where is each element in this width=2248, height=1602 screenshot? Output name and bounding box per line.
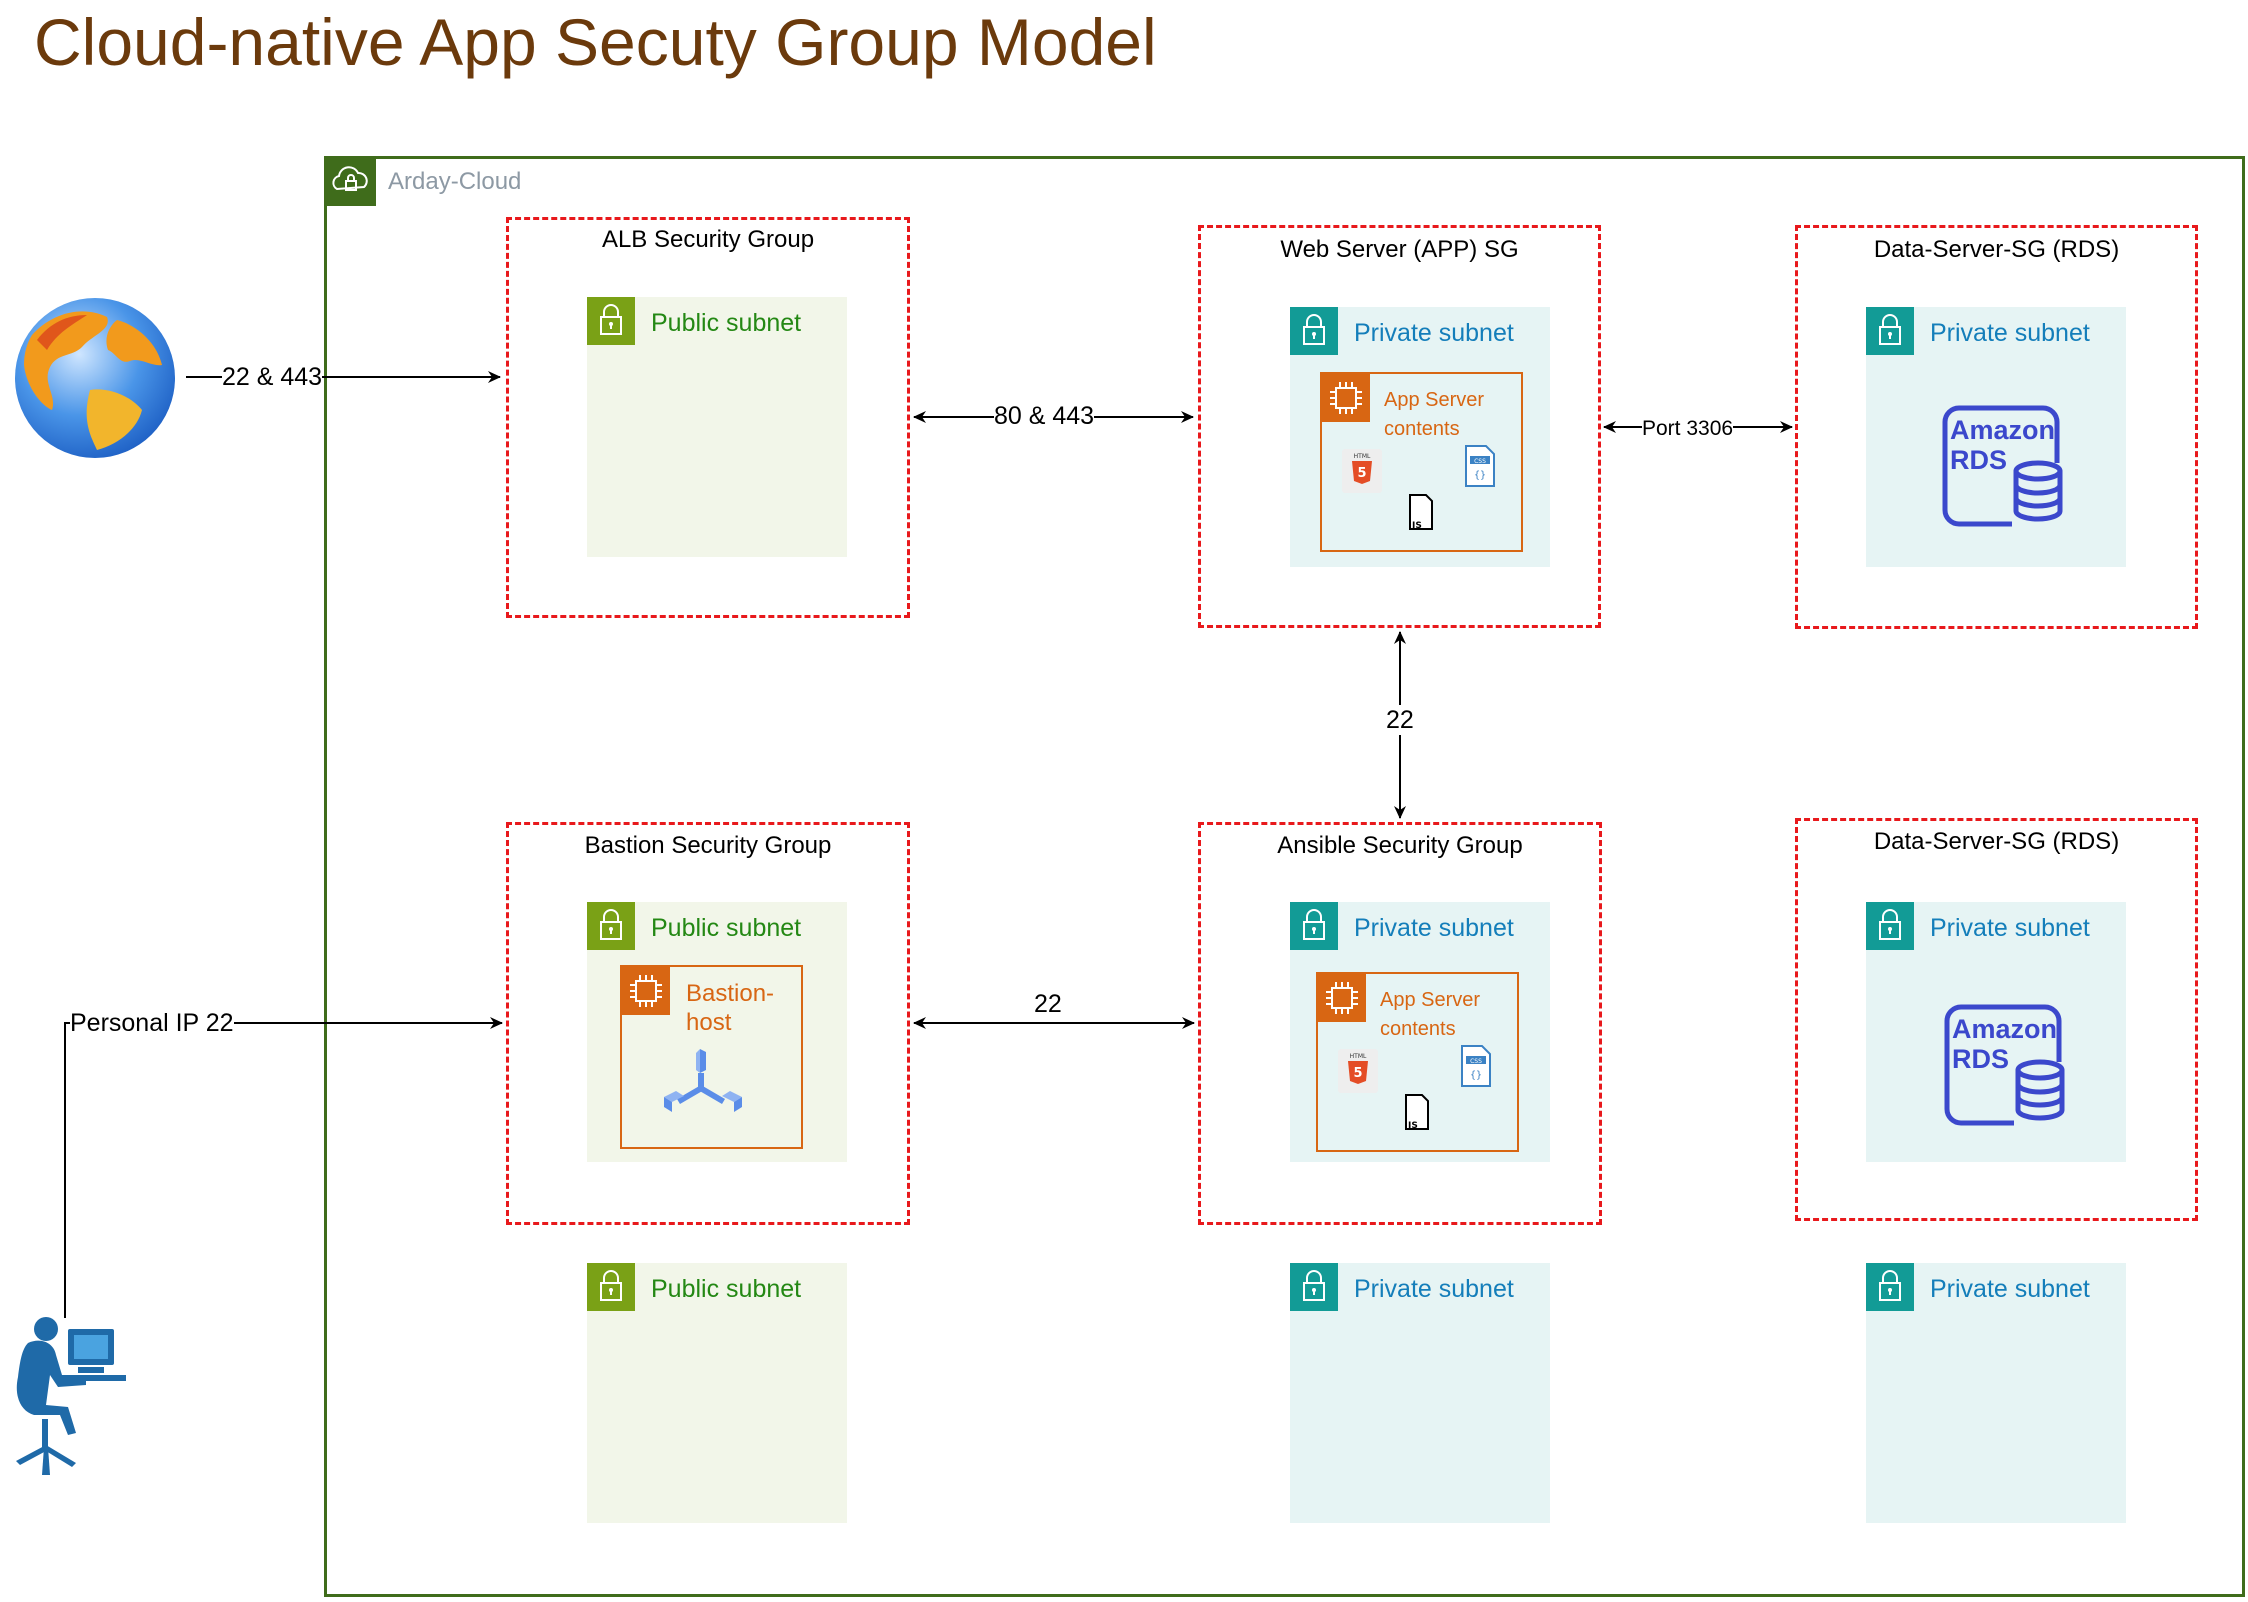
- svg-text:HTML: HTML: [1354, 453, 1371, 460]
- amazon-rds-icon: Amazon RDS: [1942, 405, 2066, 529]
- data-top-subnet-label: Private subnet: [1930, 319, 2090, 347]
- padlock-icon: [1866, 902, 1914, 950]
- padlock-icon: [1290, 307, 1338, 355]
- data-server-security-group-bottom: [1795, 818, 2198, 1221]
- cloud-lock-icon: [324, 156, 376, 206]
- alb-subnet-label: Public subnet: [651, 309, 802, 337]
- data-sg-top-title: Data-Server-SG (RDS): [1873, 236, 2120, 263]
- svg-text:HTML: HTML: [1350, 1053, 1367, 1060]
- padlock-icon: [1290, 902, 1338, 950]
- ec2-instance-icon: [1322, 374, 1370, 422]
- edge-label-alb-web: 80 & 443: [994, 401, 1095, 431]
- bastion-sg-title: Bastion Security Group: [584, 832, 832, 859]
- svg-text:5: 5: [1353, 1066, 1362, 1081]
- css-file-icon: CSS {}: [1462, 442, 1498, 495]
- svg-text:CSS: CSS: [1474, 458, 1486, 465]
- standalone-private-subnet-mid: Private subnet: [1290, 1263, 1550, 1523]
- alb-sg-title: ALB Security Group: [601, 226, 815, 253]
- ansible-sg-title: Ansible Security Group: [1277, 832, 1523, 859]
- standalone-public-subnet: Public subnet: [587, 1263, 847, 1523]
- rds-label-line1: Amazon: [1952, 1014, 2058, 1044]
- app-server-label-line1: App Server: [1384, 389, 1485, 411]
- svg-text:CSS: CSS: [1470, 1058, 1482, 1065]
- ansible-security-group: [1198, 822, 1602, 1225]
- data-sg-bottom-title: Data-Server-SG (RDS): [1873, 828, 2120, 855]
- bastion-host-box: Bastion- host: [620, 965, 803, 1149]
- svg-text:JS: JS: [1407, 1121, 1418, 1131]
- bastion-security-group: [506, 822, 910, 1225]
- standalone-private-subnet-right-label: Private subnet: [1930, 1275, 2090, 1303]
- globe-icon: [12, 295, 178, 466]
- user-at-computer-icon: [6, 1315, 126, 1480]
- standalone-private-subnet-right: Private subnet: [1866, 1263, 2126, 1523]
- padlock-icon: [1866, 307, 1914, 355]
- edge-label-bastion-ansible: 22: [1034, 989, 1062, 1019]
- svg-text:{}: {}: [1470, 1070, 1482, 1081]
- edge-label-web-ansible: 22: [1386, 705, 1414, 735]
- web-server-security-group: [1198, 225, 1601, 628]
- bastion-label-line1: Bastion-: [686, 980, 775, 1007]
- edge-label-user-bastion: Personal IP 22: [70, 1008, 234, 1038]
- edge-label-internet-alb: 22 & 443: [222, 362, 323, 392]
- rds-label-line2: RDS: [1952, 1044, 2010, 1074]
- js-file-icon: JS: [1398, 1092, 1432, 1139]
- padlock-icon: [1866, 1263, 1914, 1311]
- page-title: Cloud-native App Secuty Group Model: [34, 5, 1157, 79]
- data-top-private-subnet: Private subnet Amazon RDS: [1866, 307, 2126, 567]
- ansible-subnet-label: Private subnet: [1354, 914, 1514, 942]
- bastion-host-icon: [660, 1045, 746, 1126]
- standalone-public-subnet-label: Public subnet: [651, 1275, 802, 1303]
- padlock-icon: [587, 1263, 635, 1311]
- ec2-instance-icon: [622, 967, 670, 1015]
- html5-file-icon: 5 HTML: [1342, 449, 1382, 498]
- alb-public-subnet: Public subnet: [587, 297, 847, 557]
- app-server-label-line2: contents: [1380, 1018, 1456, 1040]
- standalone-private-subnet-mid-label: Private subnet: [1354, 1275, 1514, 1303]
- app-server-label-line2: contents: [1384, 418, 1460, 440]
- edge-label-web-data: Port 3306: [1642, 414, 1734, 444]
- js-file-icon: JS: [1402, 492, 1436, 539]
- amazon-rds-icon: Amazon RDS: [1944, 1004, 2068, 1128]
- alb-security-group: [506, 217, 910, 618]
- edge-user-to-bastion: [64, 1017, 503, 1318]
- app-server-label-line1: App Server: [1380, 989, 1481, 1011]
- bastion-label-line2: host: [686, 1009, 732, 1036]
- web-subnet-label: Private subnet: [1354, 319, 1514, 347]
- data-bottom-subnet-label: Private subnet: [1930, 914, 2090, 942]
- rds-label-line1: Amazon: [1950, 415, 2056, 445]
- svg-text:{}: {}: [1474, 470, 1486, 481]
- padlock-icon: [587, 902, 635, 950]
- web-sg-title: Web Server (APP) SG: [1280, 236, 1519, 263]
- bastion-public-subnet: Public subnet Bastion- host: [587, 902, 847, 1162]
- bastion-subnet-label: Public subnet: [651, 914, 802, 942]
- svg-text:JS: JS: [1411, 521, 1422, 531]
- padlock-icon: [1290, 1263, 1338, 1311]
- app-server-box: App Server contents 5 HTML CSS {} JS: [1320, 372, 1523, 552]
- cloud-label: Arday-Cloud: [388, 168, 522, 195]
- css-file-icon: CSS {}: [1458, 1042, 1494, 1095]
- data-bottom-private-subnet: Private subnet Amazon RDS: [1866, 902, 2126, 1162]
- svg-text:5: 5: [1357, 466, 1366, 481]
- cloud-container: [324, 156, 2245, 1597]
- html5-file-icon: 5 HTML: [1338, 1049, 1378, 1098]
- web-private-subnet: Private subnet App Server contents 5 HTML…: [1290, 307, 1550, 567]
- padlock-icon: [587, 297, 635, 345]
- ansible-private-subnet: Private subnet App Server contents 5 HTML…: [1290, 902, 1550, 1162]
- ec2-instance-icon: [1318, 974, 1366, 1022]
- data-server-security-group-top: [1795, 225, 2198, 629]
- app-server-box: App Server contents 5 HTML CSS {} JS: [1316, 972, 1519, 1152]
- rds-label-line2: RDS: [1950, 445, 2008, 475]
